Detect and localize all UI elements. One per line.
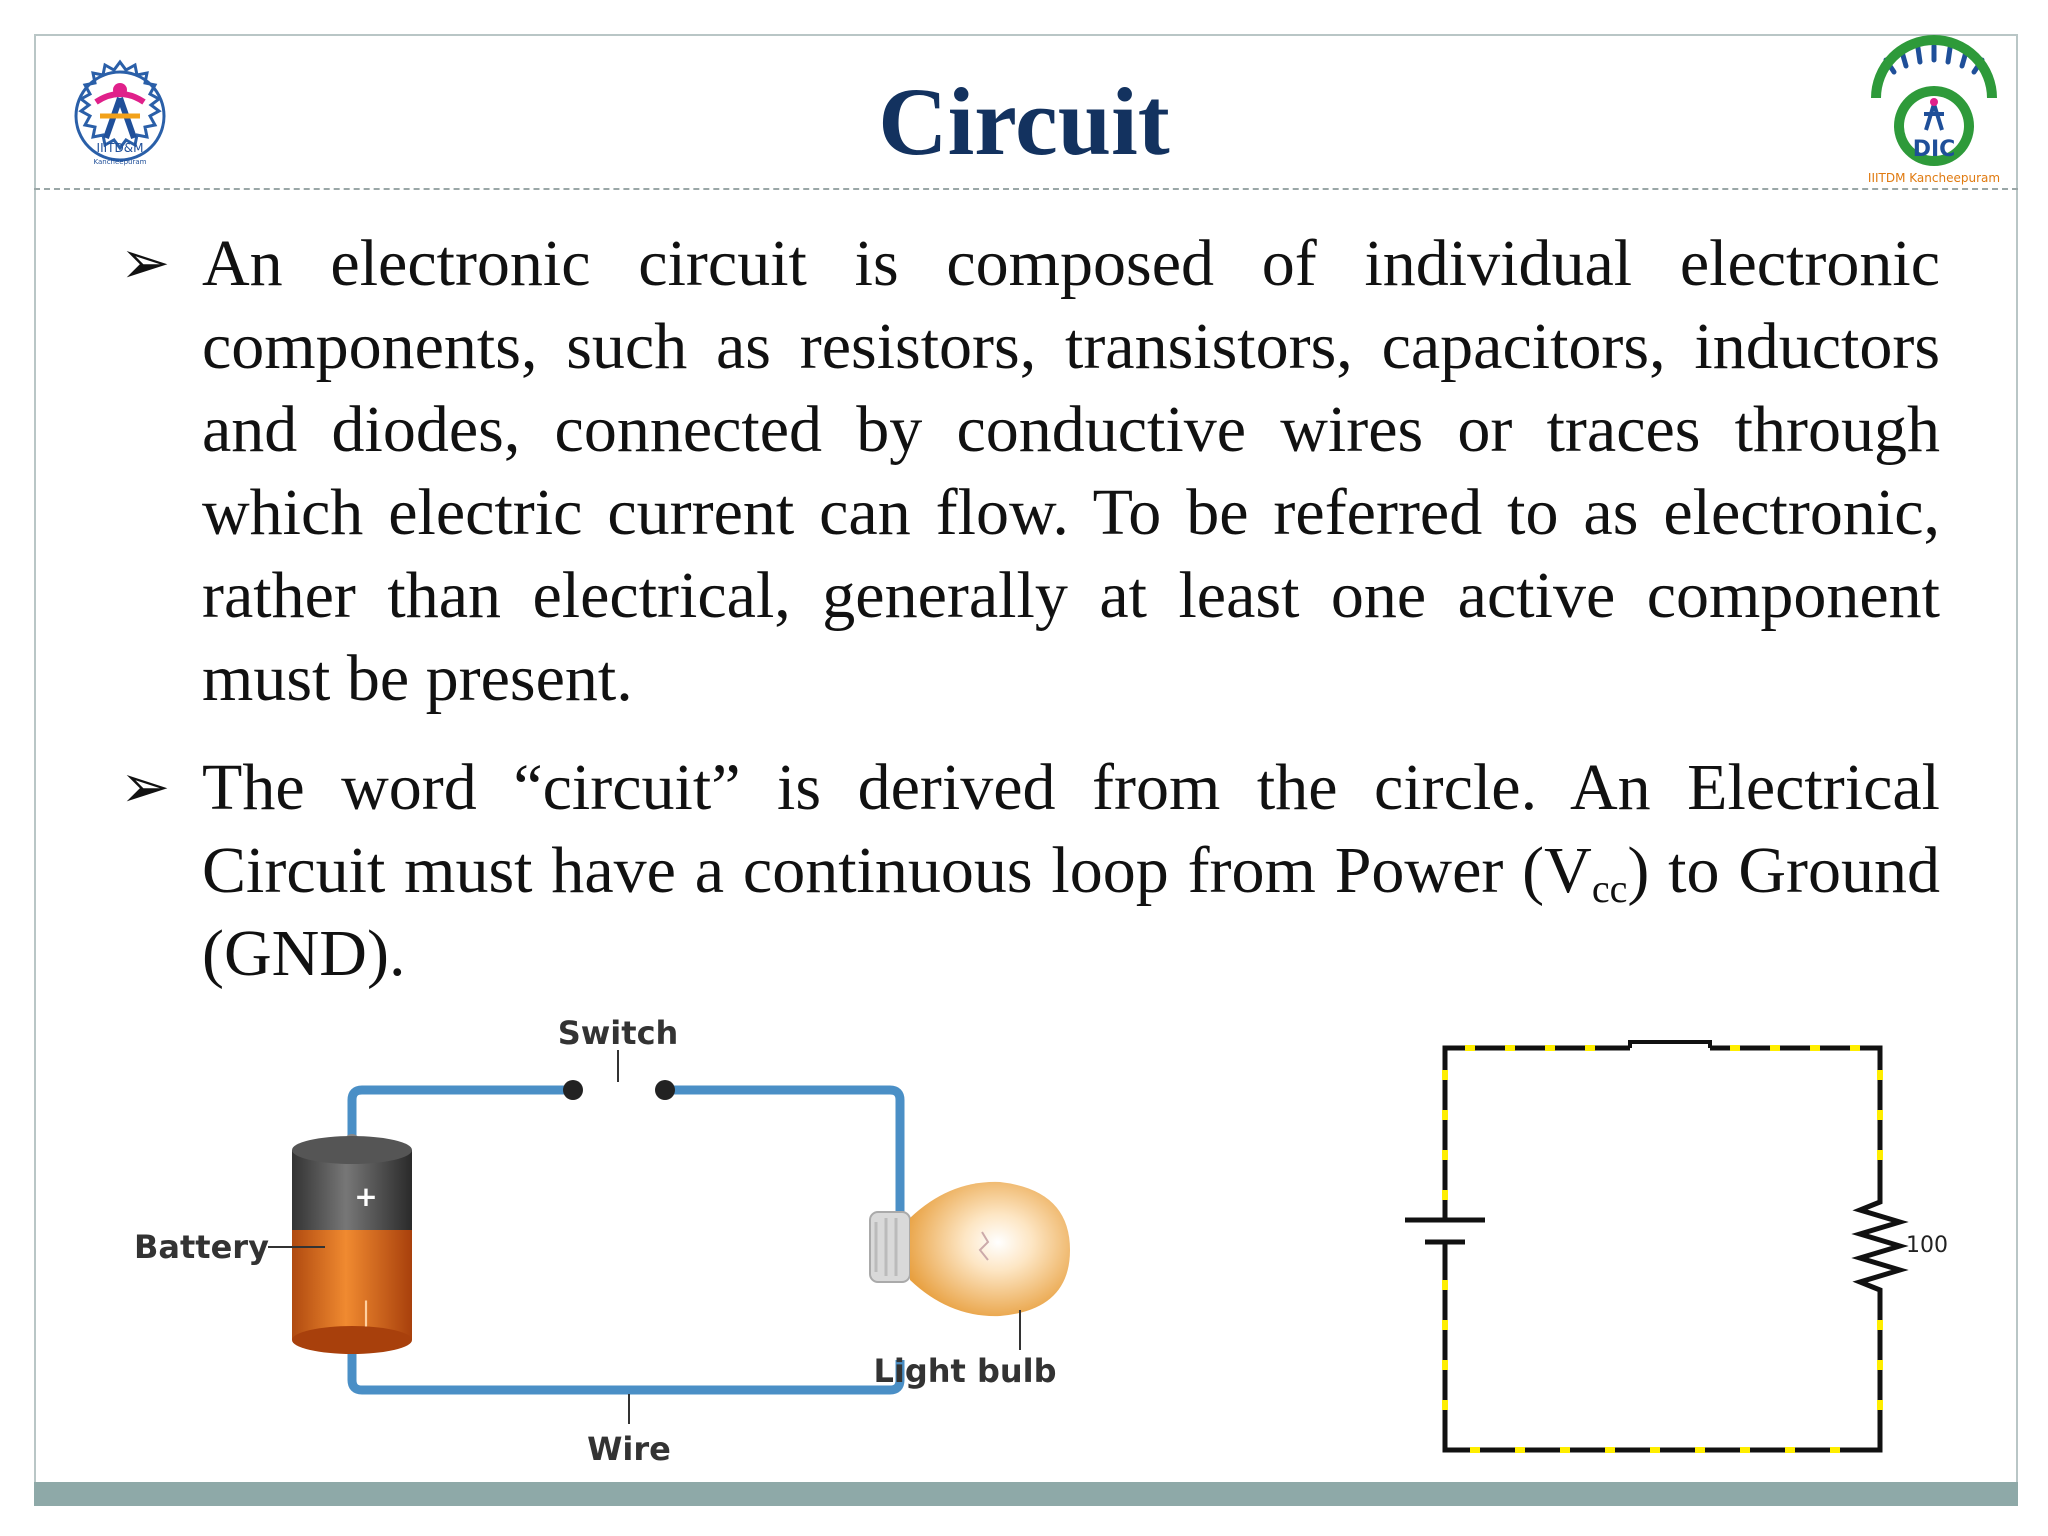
bullet-text-part: ) to Ground (GND). [202, 834, 1940, 990]
battery-label: Battery [134, 1228, 269, 1266]
battery-plus-sign: + [354, 1180, 377, 1213]
bullet-text-part: The word “circuit” is derived from the c… [202, 751, 1940, 907]
bullet-item: ➢ The word “circuit” is derived from the… [120, 746, 1940, 995]
bullet-text: The word “circuit” is derived from the c… [202, 746, 1940, 995]
light-bulb-label: Light bulb [873, 1352, 1056, 1390]
current-flow-dots [1442, 1045, 1883, 1453]
light-bulb: Light bulb [869, 1181, 1070, 1390]
right-logo-subtext: IIITDM Kancheepuram [1868, 171, 2000, 185]
resistor-value-label: 100 [1906, 1233, 1948, 1258]
left-logo-subtext: Kancheepuram [94, 158, 147, 166]
bullet-item: ➢ An electronic circuit is composed of i… [120, 222, 1940, 720]
pictorial-circuit-diagram: Switch + | Battery Light bulb Wire [134, 1014, 1070, 1468]
switch: Switch [558, 1014, 679, 1100]
dic-logo: DIC IIITDM Kancheepuram [1868, 35, 2000, 185]
slide-content: ➢ An electronic circuit is composed of i… [120, 222, 1940, 1021]
iiitdm-logo: IIITD&M Kancheepuram [74, 59, 166, 166]
right-logo-text: DIC [1913, 137, 1956, 162]
battery: + | Battery [134, 1134, 412, 1354]
battery-minus-sign: | [362, 1297, 371, 1327]
bullet-arrow-icon: ➢ [120, 752, 171, 822]
left-logo-text: IIITD&M [97, 141, 144, 155]
schematic-circuit-diagram: 100 [1405, 1040, 1948, 1453]
schematic-resistor: 100 [1851, 1190, 1948, 1300]
schematic-switch [1628, 1040, 1712, 1048]
wire-label: Wire [587, 1430, 671, 1468]
slide-bottom-bar [34, 1482, 2018, 1506]
slide-title: Circuit [878, 68, 1170, 175]
wire-loop [347, 1085, 905, 1395]
bullet-text: An electronic circuit is composed of ind… [202, 227, 1940, 715]
bullet-arrow-icon: ➢ [120, 228, 171, 298]
switch-label: Switch [558, 1014, 679, 1052]
schematic-loop [1442, 1045, 1883, 1453]
schematic-battery [1405, 1217, 1485, 1260]
vcc-subscript: cc [1591, 866, 1628, 911]
header-divider [34, 188, 2018, 190]
